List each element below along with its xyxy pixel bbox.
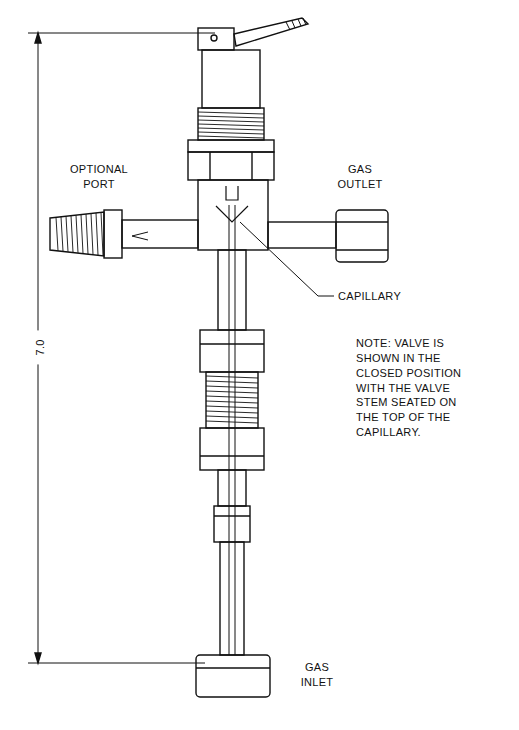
thread-stroke	[206, 406, 258, 408]
thread-stroke	[206, 376, 258, 378]
thread-stroke	[71, 216, 73, 253]
thread-stroke	[198, 136, 264, 138]
thread-stroke	[206, 396, 258, 398]
thread-stroke	[206, 416, 258, 418]
thread-stroke	[101, 212, 103, 255]
thread-stroke	[206, 386, 258, 388]
thread-stroke	[198, 112, 264, 114]
thread-stroke	[198, 128, 264, 130]
gas-outlet-fitting	[336, 210, 388, 262]
thread-stroke	[96, 213, 98, 255]
panel-nut	[188, 140, 274, 180]
dimension-line	[28, 33, 215, 663]
thread-stroke	[91, 213, 93, 254]
dimension-value: 7.0	[33, 330, 48, 364]
thread-stroke	[206, 421, 258, 423]
capillary-tube	[229, 205, 235, 655]
thread-stroke	[206, 411, 258, 413]
thread-stroke	[56, 217, 58, 250]
bonnet	[198, 50, 264, 140]
note-text: NOTE: VALVE IS SHOWN IN THE CLOSED POSIT…	[356, 336, 474, 440]
thread-stroke	[198, 120, 264, 122]
port-label: GAS INLET	[292, 660, 342, 690]
leader-line	[240, 222, 334, 296]
thread-stroke	[86, 214, 88, 254]
optional-port-fitting	[50, 210, 122, 258]
thread-stroke	[206, 401, 258, 403]
lower-fitting	[200, 250, 264, 655]
thread-stroke	[76, 215, 78, 253]
thread-stroke	[198, 132, 264, 134]
gas-inlet-fitting	[196, 655, 270, 697]
thread-stroke	[198, 124, 264, 126]
thread-stroke	[81, 215, 83, 254]
port-label: GAS OUTLET	[330, 162, 390, 192]
thread-stroke	[61, 217, 63, 251]
handle-lever	[198, 18, 308, 50]
thread-stroke	[206, 381, 258, 383]
thread-stroke	[206, 391, 258, 393]
thread-stroke	[198, 116, 264, 118]
thread-stroke	[66, 216, 68, 252]
part-label: CAPILLARY	[338, 289, 418, 304]
port-label: OPTIONAL PORT	[66, 162, 132, 192]
